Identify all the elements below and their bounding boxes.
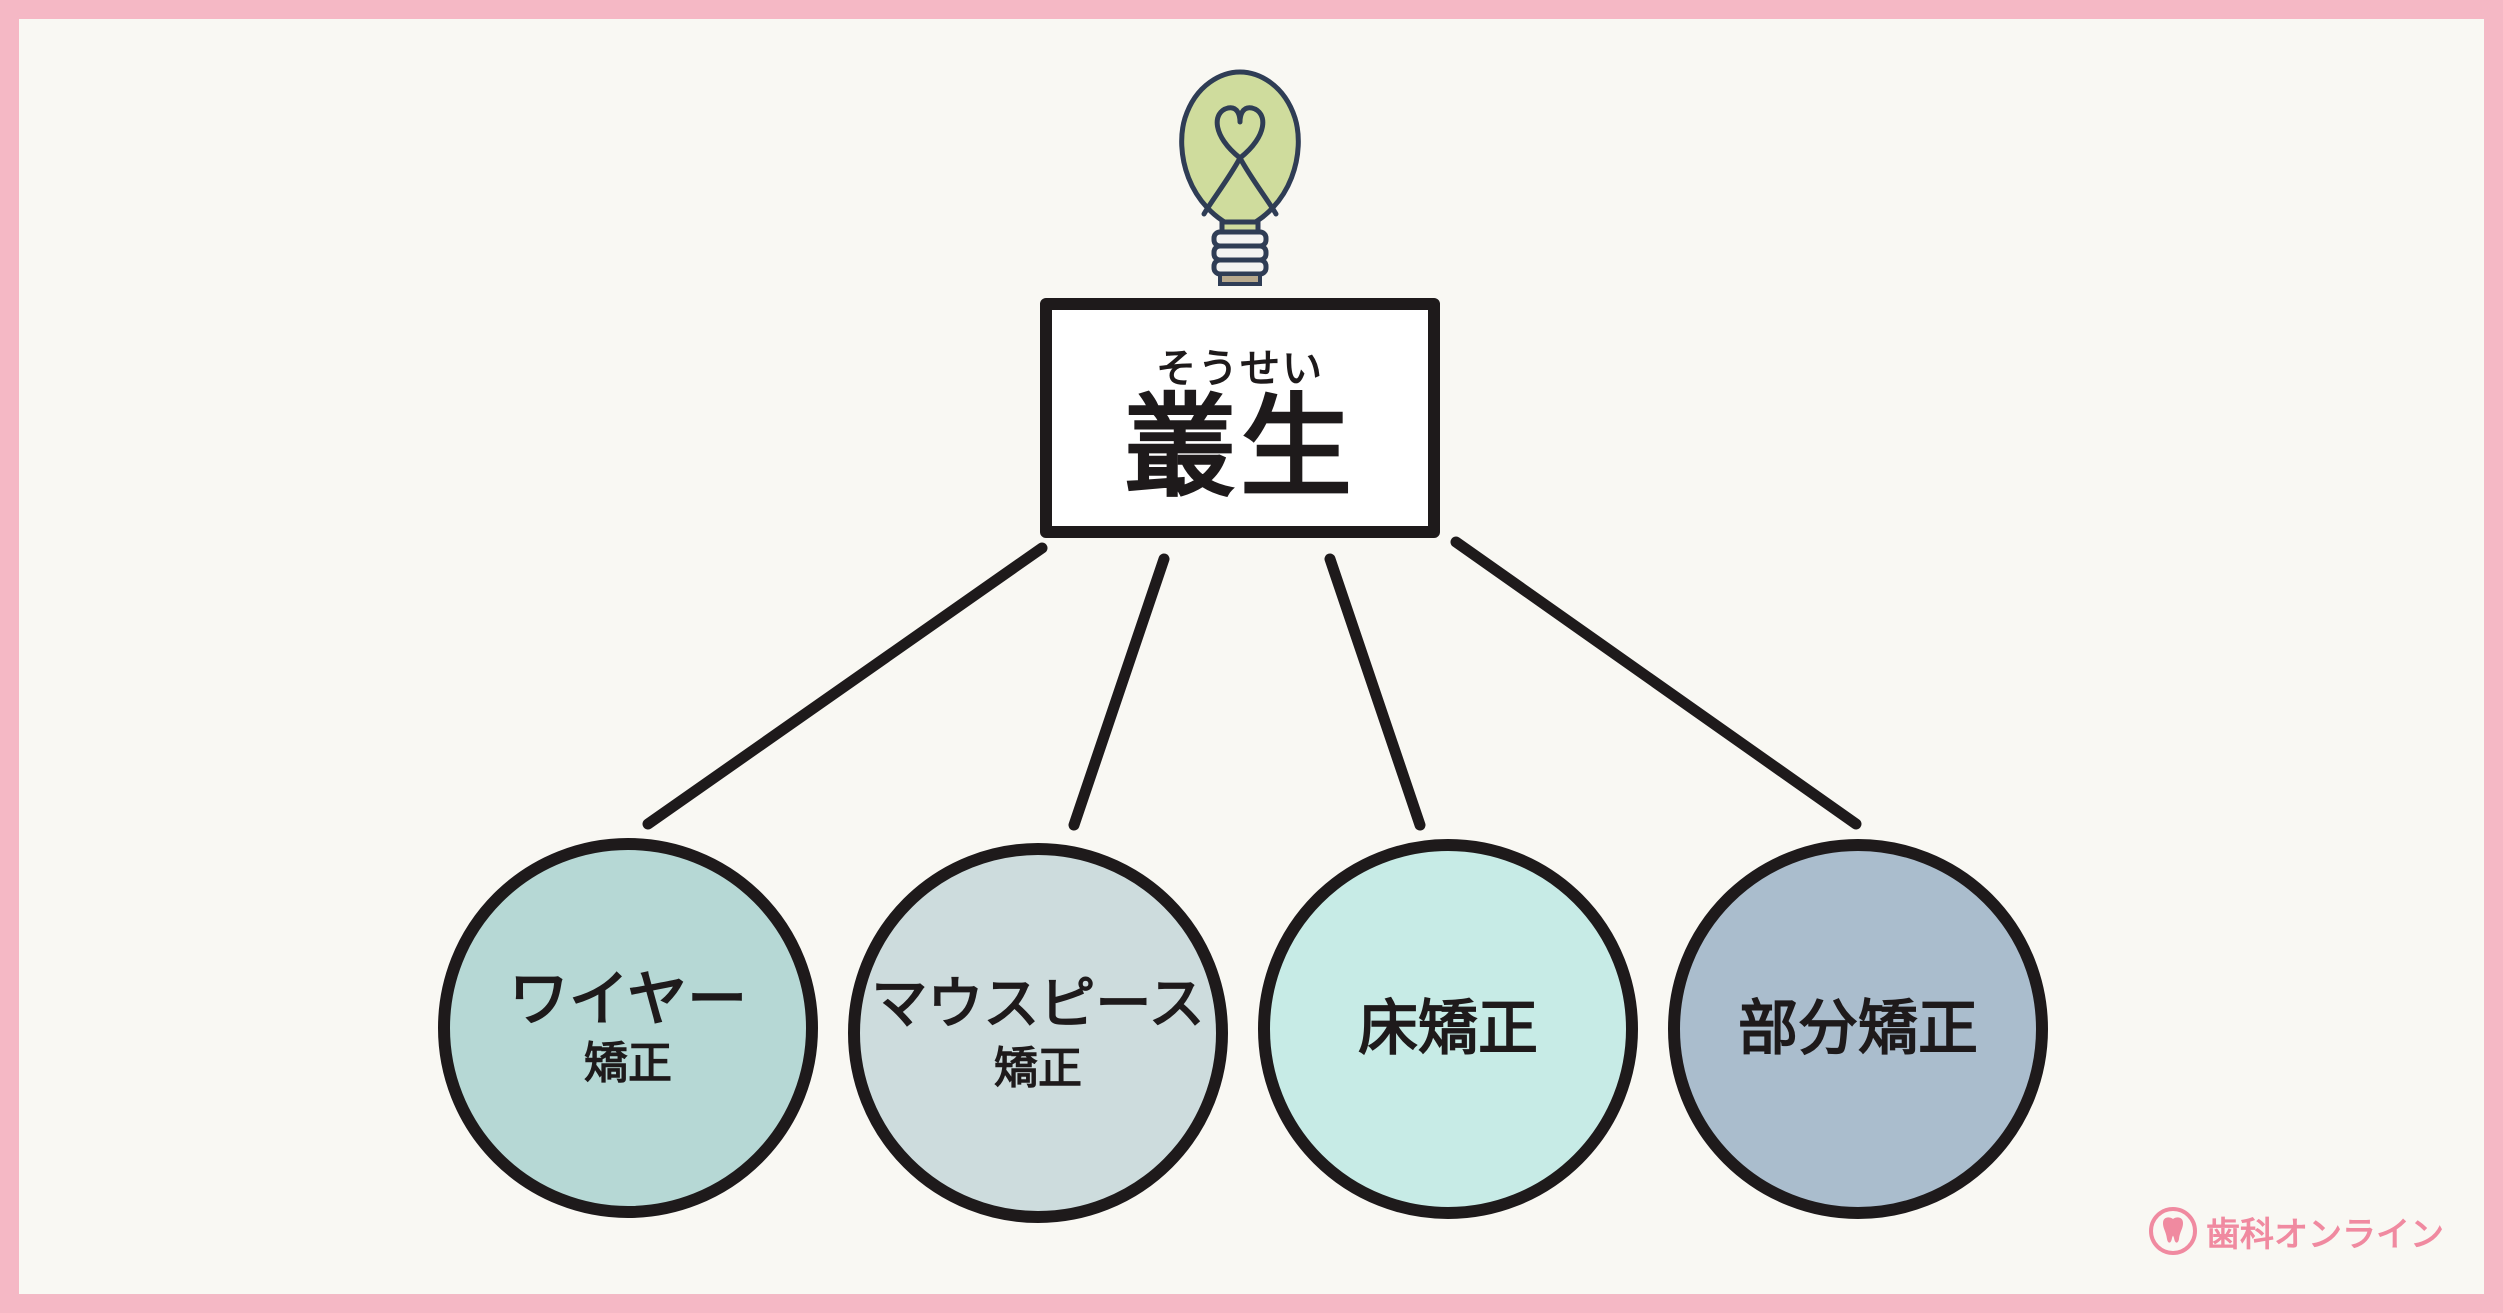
term-title: 叢生 xyxy=(1124,383,1356,513)
treatment-label: マウスピース xyxy=(871,972,1205,1037)
tooth-logo-icon xyxy=(2149,1207,2197,1255)
treatment-bubble-wire: ワイヤー 矯正 xyxy=(438,838,818,1218)
treatment-sublabel: 矯正 xyxy=(994,1043,1082,1094)
center-term-box: そうせい 叢生 xyxy=(1040,298,1440,538)
connector-mouthpiece xyxy=(1068,553,1170,831)
connector-partial xyxy=(1450,536,1862,830)
lightbulb-heart-icon xyxy=(1179,69,1301,286)
brand-logo: 歯科オンライン xyxy=(2148,1203,2444,1259)
treatment-sublabel: 矯正 xyxy=(584,1038,672,1089)
treatment-bubble-mouthpiece: マウスピース 矯正 xyxy=(848,843,1228,1223)
treatment-bubble-floor: 床矯正 xyxy=(1258,839,1638,1219)
brand-name: 歯科オンライン xyxy=(2206,1214,2444,1255)
treatment-label: 部分矯正 xyxy=(1738,994,1978,1064)
connector-floor xyxy=(1324,553,1426,831)
connector-wire xyxy=(642,542,1048,830)
treatment-label: ワイヤー xyxy=(508,965,748,1035)
term-reading: そうせい xyxy=(1156,346,1324,392)
treatment-bubble-partial: 部分矯正 xyxy=(1668,839,2048,1219)
treatment-label: 床矯正 xyxy=(1358,994,1538,1064)
